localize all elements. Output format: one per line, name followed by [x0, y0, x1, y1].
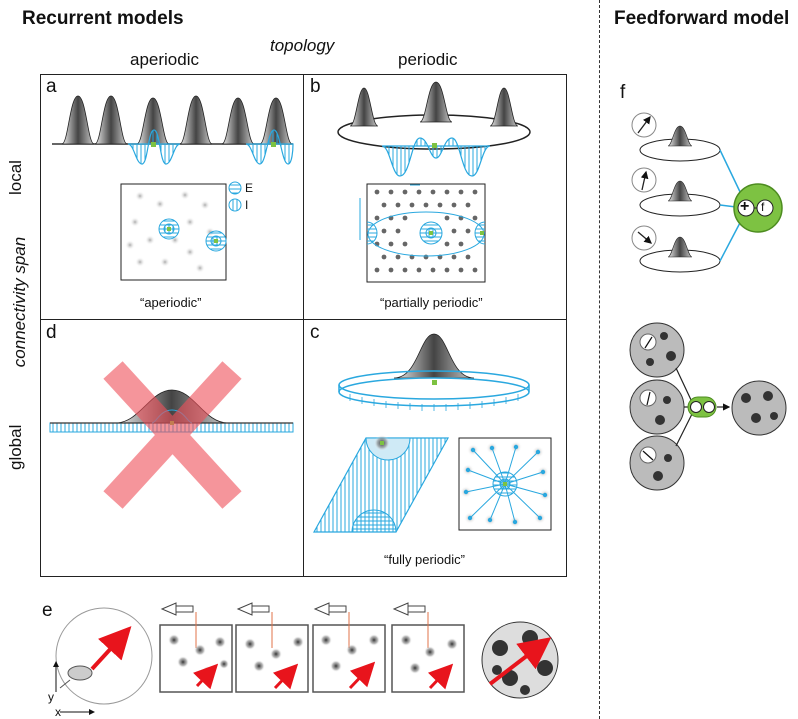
panel-c	[303, 319, 567, 577]
panel-b-neural-sheet	[359, 183, 486, 283]
panel-e-letter: e	[42, 600, 53, 621]
aperiodic-column-label: aperiodic	[130, 50, 199, 69]
panel-b-ring	[337, 81, 531, 177]
panel-c-ring	[338, 333, 530, 411]
panel-c-sheet	[458, 437, 552, 531]
recording-box-3	[312, 602, 386, 693]
recurrent-models-header: Recurrent models	[22, 8, 184, 29]
recording-box-2	[235, 602, 309, 693]
panel-c-rhombus	[312, 435, 450, 533]
electrode-icon	[160, 602, 194, 616]
func-symbol: f	[761, 200, 765, 214]
sum-symbol: +	[740, 198, 750, 215]
panel-f-bottom	[629, 322, 787, 491]
recording-box-4	[391, 602, 465, 693]
panel-d-letter: d	[46, 322, 57, 343]
panel-c-caption: “fully periodic”	[384, 552, 465, 567]
recording-box-1	[159, 602, 233, 693]
panel-a-bumps	[52, 95, 294, 165]
trajectory-circle	[481, 621, 559, 699]
panel-f-top	[631, 112, 783, 273]
panel-b-letter: b	[310, 76, 321, 97]
panel-a-neural-sheet	[120, 181, 242, 281]
panel-f-letter: f	[620, 82, 626, 103]
panel-c-letter: c	[310, 322, 320, 343]
nonlinearity-icon	[756, 199, 774, 217]
panel-a-caption: “aperiodic”	[140, 295, 202, 310]
feedforward-model-header: Feedforward model	[614, 8, 790, 29]
section-divider	[599, 0, 600, 719]
axis-y-label: y	[48, 690, 54, 704]
topology-label: topology	[270, 36, 335, 55]
panel-a-letter: a	[46, 76, 57, 97]
legend-e-label: E	[245, 181, 254, 195]
panel-b-caption: “partially periodic”	[380, 295, 483, 310]
periodic-column-label: periodic	[398, 50, 458, 69]
legend-i-label: I	[245, 198, 249, 212]
axis-x-label: x	[55, 705, 61, 719]
red-cross-icon	[103, 361, 242, 509]
panel-e	[53, 602, 559, 715]
